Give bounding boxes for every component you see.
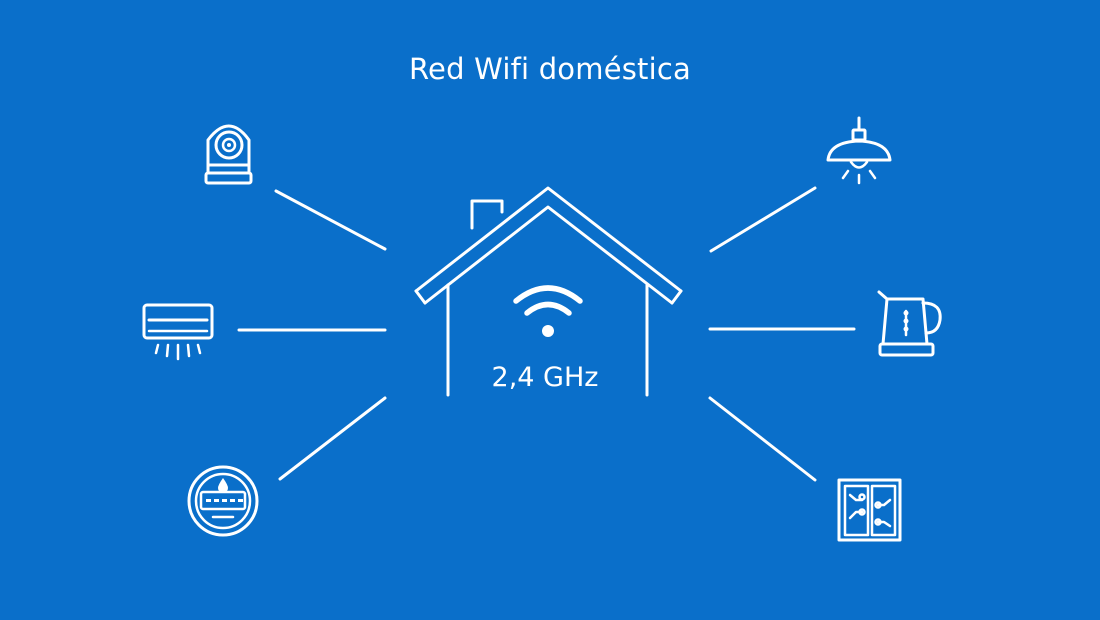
link-camera (274, 189, 387, 251)
frequency-label: 2,4 GHz (491, 362, 599, 393)
wifi-icon (513, 285, 583, 337)
security-camera-icon (204, 124, 253, 185)
link-lamp (709, 186, 817, 253)
house-icon (414, 186, 683, 397)
link-water-meter (278, 396, 387, 481)
air-conditioner-icon (142, 303, 214, 361)
water-meter-icon (187, 465, 259, 537)
link-window (708, 396, 817, 482)
electric-kettle-icon (877, 290, 942, 357)
ceiling-lamp-icon (826, 116, 892, 185)
diagram-title: Red Wifi doméstica (409, 52, 691, 86)
smart-window-icon (837, 478, 902, 542)
